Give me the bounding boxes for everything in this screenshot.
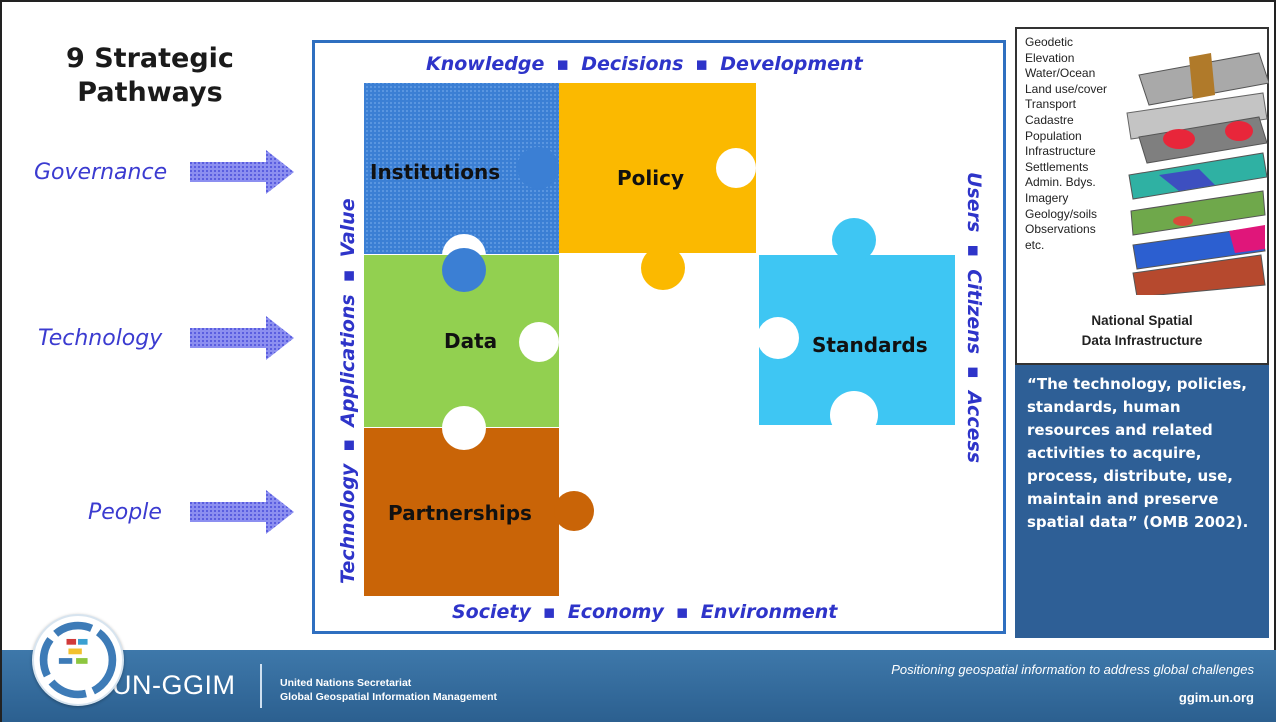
- pathway-governance-label: Governance: [34, 160, 168, 185]
- footer-org: United Nations Secretariat Global Geospa…: [280, 676, 497, 704]
- piece-label-standards: Standards: [812, 333, 928, 357]
- nsdi-layer-item: Land use/cover: [1025, 81, 1108, 96]
- pathway-technology-label: Technology: [38, 326, 163, 351]
- edge-top-item: Development: [720, 53, 863, 75]
- nsdi-layer-item: Population: [1025, 128, 1082, 143]
- edge-bottom-text: Society ▪ Economy ▪ Environment: [452, 601, 837, 623]
- definition-quote: “The technology, policies, standards, hu…: [1027, 375, 1249, 531]
- edge-top-item: Decisions: [581, 53, 684, 75]
- arrow-right-icon: [190, 316, 294, 360]
- nsdi-layer-item: Transport: [1025, 97, 1076, 112]
- piece-label-policy: Policy: [617, 166, 685, 190]
- edge-top-item: Knowledge: [426, 53, 545, 75]
- layer-stack-illustration: [1126, 52, 1269, 295]
- separator-icon: ▪: [556, 53, 570, 75]
- nsdi-layer-item: Admin. Bdys.: [1025, 175, 1096, 190]
- footer-tagline: Positioning geospatial information to ad…: [891, 662, 1254, 677]
- edge-top-text: Knowledge ▪ Decisions ▪ Development: [426, 53, 863, 75]
- separator-icon: ▪: [542, 601, 556, 623]
- nsdi-layer-item: Imagery: [1025, 190, 1069, 205]
- puzzle-piece-policy: [517, 83, 756, 290]
- piece-label-institutions: Institutions: [370, 160, 501, 184]
- footer-divider: [260, 664, 262, 708]
- piece-label-data: Data: [444, 329, 498, 353]
- nsdi-layer-item: Cadastre: [1025, 112, 1074, 127]
- pathway-people-label: People: [88, 500, 162, 525]
- nsdi-layer-item: Infrastructure: [1025, 144, 1096, 159]
- separator-icon: ▪: [695, 53, 709, 75]
- separator-icon: ▪: [675, 601, 689, 623]
- edge-bottom-item: Economy: [567, 601, 664, 623]
- footer-org-line: United Nations Secretariat: [280, 677, 412, 689]
- puzzle-piece-standards: [757, 218, 955, 439]
- arrow-right-icon: [190, 150, 294, 194]
- piece-label-partnerships: Partnerships: [388, 501, 532, 525]
- footer-bar: UN-GGIM United Nations Secretariat Globa…: [2, 650, 1276, 722]
- puzzle-piece-partnerships: [364, 406, 594, 596]
- un-ggim-logo-icon: [32, 614, 124, 706]
- edge-bottom-item: Environment: [700, 601, 838, 623]
- nsdi-layer-item: Geodetic: [1025, 35, 1074, 49]
- definition-panel: “The technology, policies, standards, hu…: [1015, 365, 1269, 638]
- nsdi-layer-item: etc.: [1025, 237, 1045, 252]
- page-title: 9 Strategic Pathways: [66, 43, 234, 108]
- nsdi-caption: National Spatial Data Infrastructure: [1081, 313, 1203, 348]
- footer-url[interactable]: ggim.un.org: [1178, 690, 1254, 705]
- nsdi-layer-item: Water/Ocean: [1025, 66, 1096, 81]
- nsdi-layer-item: Geology/soils: [1025, 206, 1098, 221]
- arrow-right-icon: [190, 490, 294, 534]
- edge-bottom-item: Society: [452, 601, 531, 623]
- nsdi-layer-item: Observations: [1025, 222, 1096, 237]
- nsdi-layer-item: Settlements: [1025, 159, 1089, 174]
- footer-brand: UN-GGIM: [112, 670, 236, 700]
- footer-org-line: Global Geospatial Information Management: [280, 691, 498, 703]
- nsdi-layer-item: Elevation: [1025, 50, 1075, 65]
